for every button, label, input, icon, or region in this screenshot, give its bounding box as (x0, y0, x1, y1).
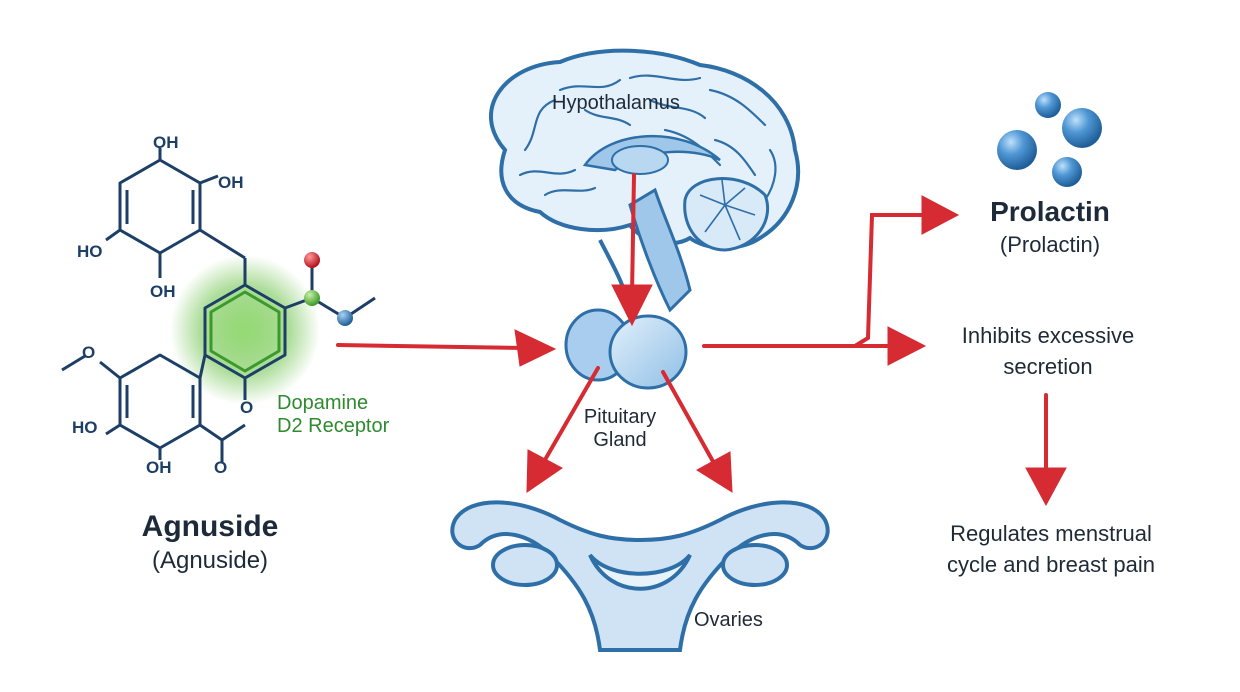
arrow-molecule-to-pituitary (336, 343, 527, 350)
inhibits-label-line2: secretion (1003, 354, 1093, 380)
atom-oh-lower: OH (146, 458, 172, 477)
ovaries-label: Ovaries (694, 609, 763, 631)
regulates-label-line1: Regulates menstrual (950, 521, 1152, 546)
regulates-label-line2: cycle and breast pain (947, 552, 1155, 578)
oxygen-atom-ball (304, 252, 320, 268)
regulates-label: Regulates menstrual cycle and breast pai… (920, 521, 1182, 578)
atom-ho-left: HO (77, 242, 103, 261)
inhibits-label: Inhibits excessive secretion (930, 323, 1166, 380)
left-ovary (491, 543, 559, 587)
right-ovary (721, 543, 789, 587)
arrows (336, 173, 1067, 507)
arrow-hypothalamus-to-pituitary (630, 173, 636, 297)
atom-o-carbonyl: O (214, 458, 228, 477)
receptor-label-line1: Dopamine (277, 392, 369, 414)
pituitary-label-line1: Pituitary (583, 406, 657, 428)
prolactin-subtitle: (Prolactin) (999, 232, 1101, 258)
atom-oh-right: OH (218, 173, 244, 192)
atom-o-ring: O (240, 398, 254, 417)
receptor-glow (170, 255, 320, 405)
atom-oh-top: OH (153, 133, 179, 152)
top-ring (118, 158, 202, 255)
brainstem (628, 187, 692, 313)
prolactin-title: Prolactin (990, 196, 1110, 227)
arrow-pituitary-to-left-ovary (540, 366, 600, 467)
molecule-name-sub: (Agnuside) (151, 546, 269, 574)
brain (489, 48, 801, 313)
atom-ho-lower: HO (72, 418, 98, 437)
hypothalamus-label: Hypothalamus (552, 92, 680, 114)
methyl-atom-ball (337, 310, 353, 326)
inhibits-label-line1: Inhibits excessive (961, 323, 1135, 348)
atom-o-methoxy: O (82, 343, 96, 362)
molecule-name: Agnuside (141, 510, 279, 543)
uterus-ovaries (450, 500, 830, 652)
prolactin-block: Prolactin (Prolactin) (960, 196, 1140, 257)
prolactin-molecules (997, 92, 1102, 187)
arrow-to-prolactin (853, 213, 927, 348)
atom-oh-bottom: OH (150, 282, 176, 301)
receptor-label-line2: D2 Receptor (277, 415, 390, 437)
pituitary-label-line2: Gland (593, 429, 647, 451)
carbon-atom-ball (304, 290, 320, 306)
pituitary-label: Pituitary Gland (570, 406, 670, 452)
receptor-label: Dopamine D2 Receptor (277, 392, 389, 438)
molecule-name-block: Agnuside (Agnuside) (110, 510, 310, 574)
arrow-pituitary-to-right-ovary (661, 370, 717, 467)
